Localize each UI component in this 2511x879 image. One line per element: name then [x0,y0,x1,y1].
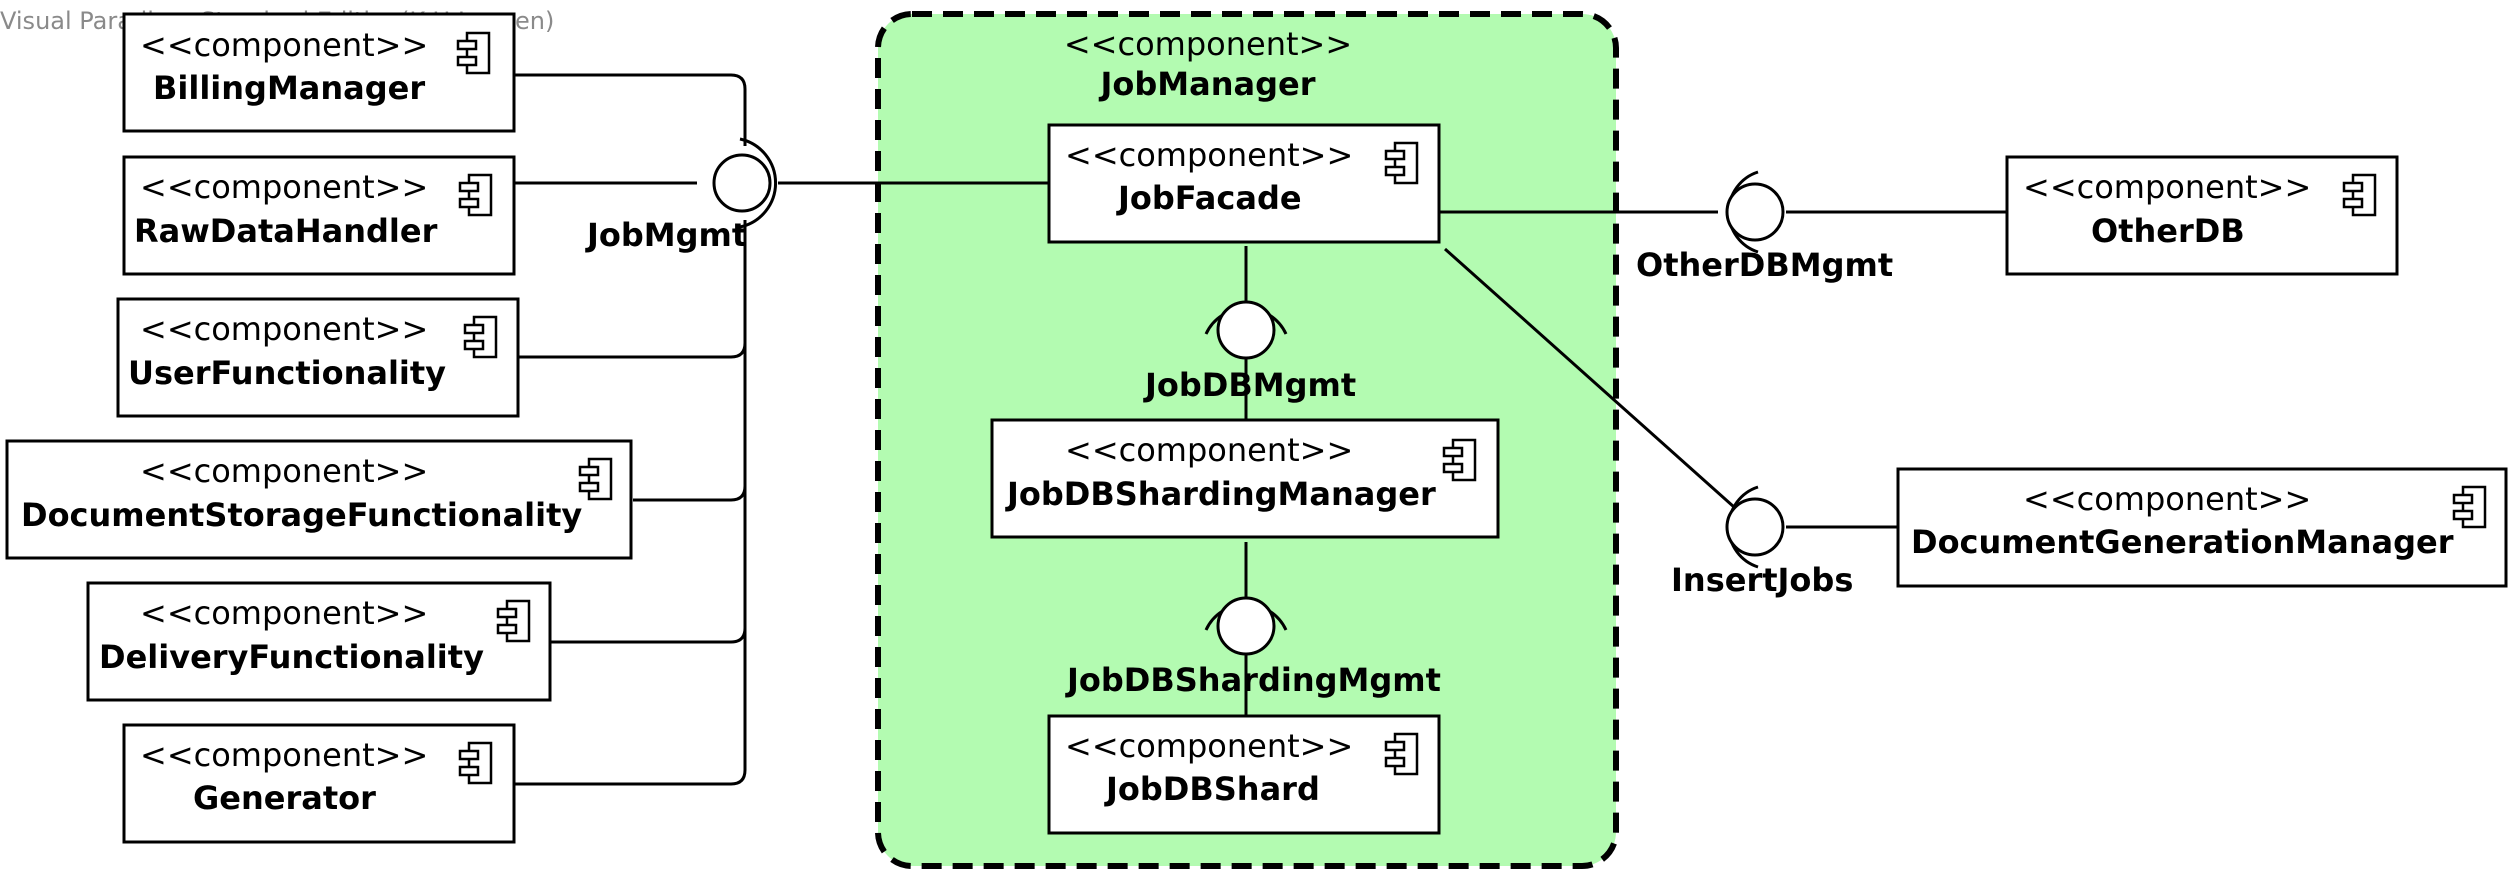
job-mgmt-socket [739,137,778,229]
component-stereotype: <<component>> [140,168,428,206]
component-name: UserFunctionality [128,354,446,392]
component-stereotype: <<component>> [2023,480,2311,518]
other-db-mgmt-label: OtherDBMgmt [1636,246,1893,284]
job-db-mgmt-ball [1216,300,1276,360]
component-name: Generator [193,779,376,817]
job-db-sharding-mgmt-label: JobDBShardingMgmt [1065,661,1441,699]
component-generator[interactable]: <<component>> Generator [122,723,516,844]
component-stereotype: <<component>> [140,310,428,348]
other-db-mgmt-interface[interactable]: OtherDBMgmt [1636,170,1893,284]
component-stereotype: <<component>> [1065,431,1353,469]
component-name: DocumentStorageFunctionality [21,496,582,534]
job-mgmt-ball [712,153,772,213]
job-manager-name: JobManager [1099,65,1316,103]
insert-jobs-ball [1725,497,1785,557]
component-stereotype: <<component>> [140,452,428,490]
right-connectors [1439,210,2007,529]
component-name: DeliveryFunctionality [99,638,484,676]
component-delivery-functionality[interactable]: <<component>> DeliveryFunctionality [86,581,552,702]
job-db-sharding-mgmt-interface[interactable]: JobDBShardingMgmt [1065,596,1441,699]
component-name: DocumentGenerationManager [1911,523,2454,561]
component-job-facade[interactable]: <<component>> JobFacade [1047,123,1441,244]
job-mgmt-label: JobMgmt [585,216,747,254]
component-name: JobDBShardingManager [1005,475,1436,513]
job-manager-stereotype: <<component>> [1064,25,1352,63]
component-stereotype: <<component>> [1065,136,1353,174]
component-name: OtherDB [2091,212,2245,250]
component-stereotype: <<component>> [2023,168,2311,206]
job-db-sharding-mgmt-ball [1216,596,1276,656]
insert-jobs-label: InsertJobs [1671,561,1853,599]
component-job-db-sharding-manager[interactable]: <<component>> JobDBShardingManager [990,418,1500,539]
job-mgmt-connectors [515,73,1049,786]
component-name: BillingManager [153,69,425,107]
component-name: RawDataHandler [134,212,438,250]
job-mgmt-interface[interactable]: JobMgmt [585,137,778,254]
component-user-functionality[interactable]: <<component>> UserFunctionality [116,297,520,418]
component-job-db-shard[interactable]: <<component>> JobDBShard [1047,714,1441,835]
job-db-mgmt-label: JobDBMgmt [1143,366,1356,404]
component-billing-manager[interactable]: <<component>> BillingManager [122,12,516,133]
component-stereotype: <<component>> [140,26,428,64]
insert-jobs-interface[interactable]: InsertJobs [1671,485,1853,599]
component-raw-data-handler[interactable]: <<component>> RawDataHandler [122,155,516,276]
component-other-db[interactable]: <<component>> OtherDB [2005,155,2399,276]
component-stereotype: <<component>> [1065,727,1353,765]
other-db-mgmt-ball [1725,182,1785,242]
component-name: JobDBShard [1104,770,1320,808]
component-stereotype: <<component>> [140,736,428,774]
component-stereotype: <<component>> [140,594,428,632]
component-document-generation-manager[interactable]: <<component>> DocumentGenerationManager [1896,467,2508,588]
job-db-mgmt-interface[interactable]: JobDBMgmt [1143,300,1356,404]
component-name: JobFacade [1116,179,1302,217]
component-document-storage-functionality[interactable]: <<component>> DocumentStorageFunctionali… [5,439,633,560]
